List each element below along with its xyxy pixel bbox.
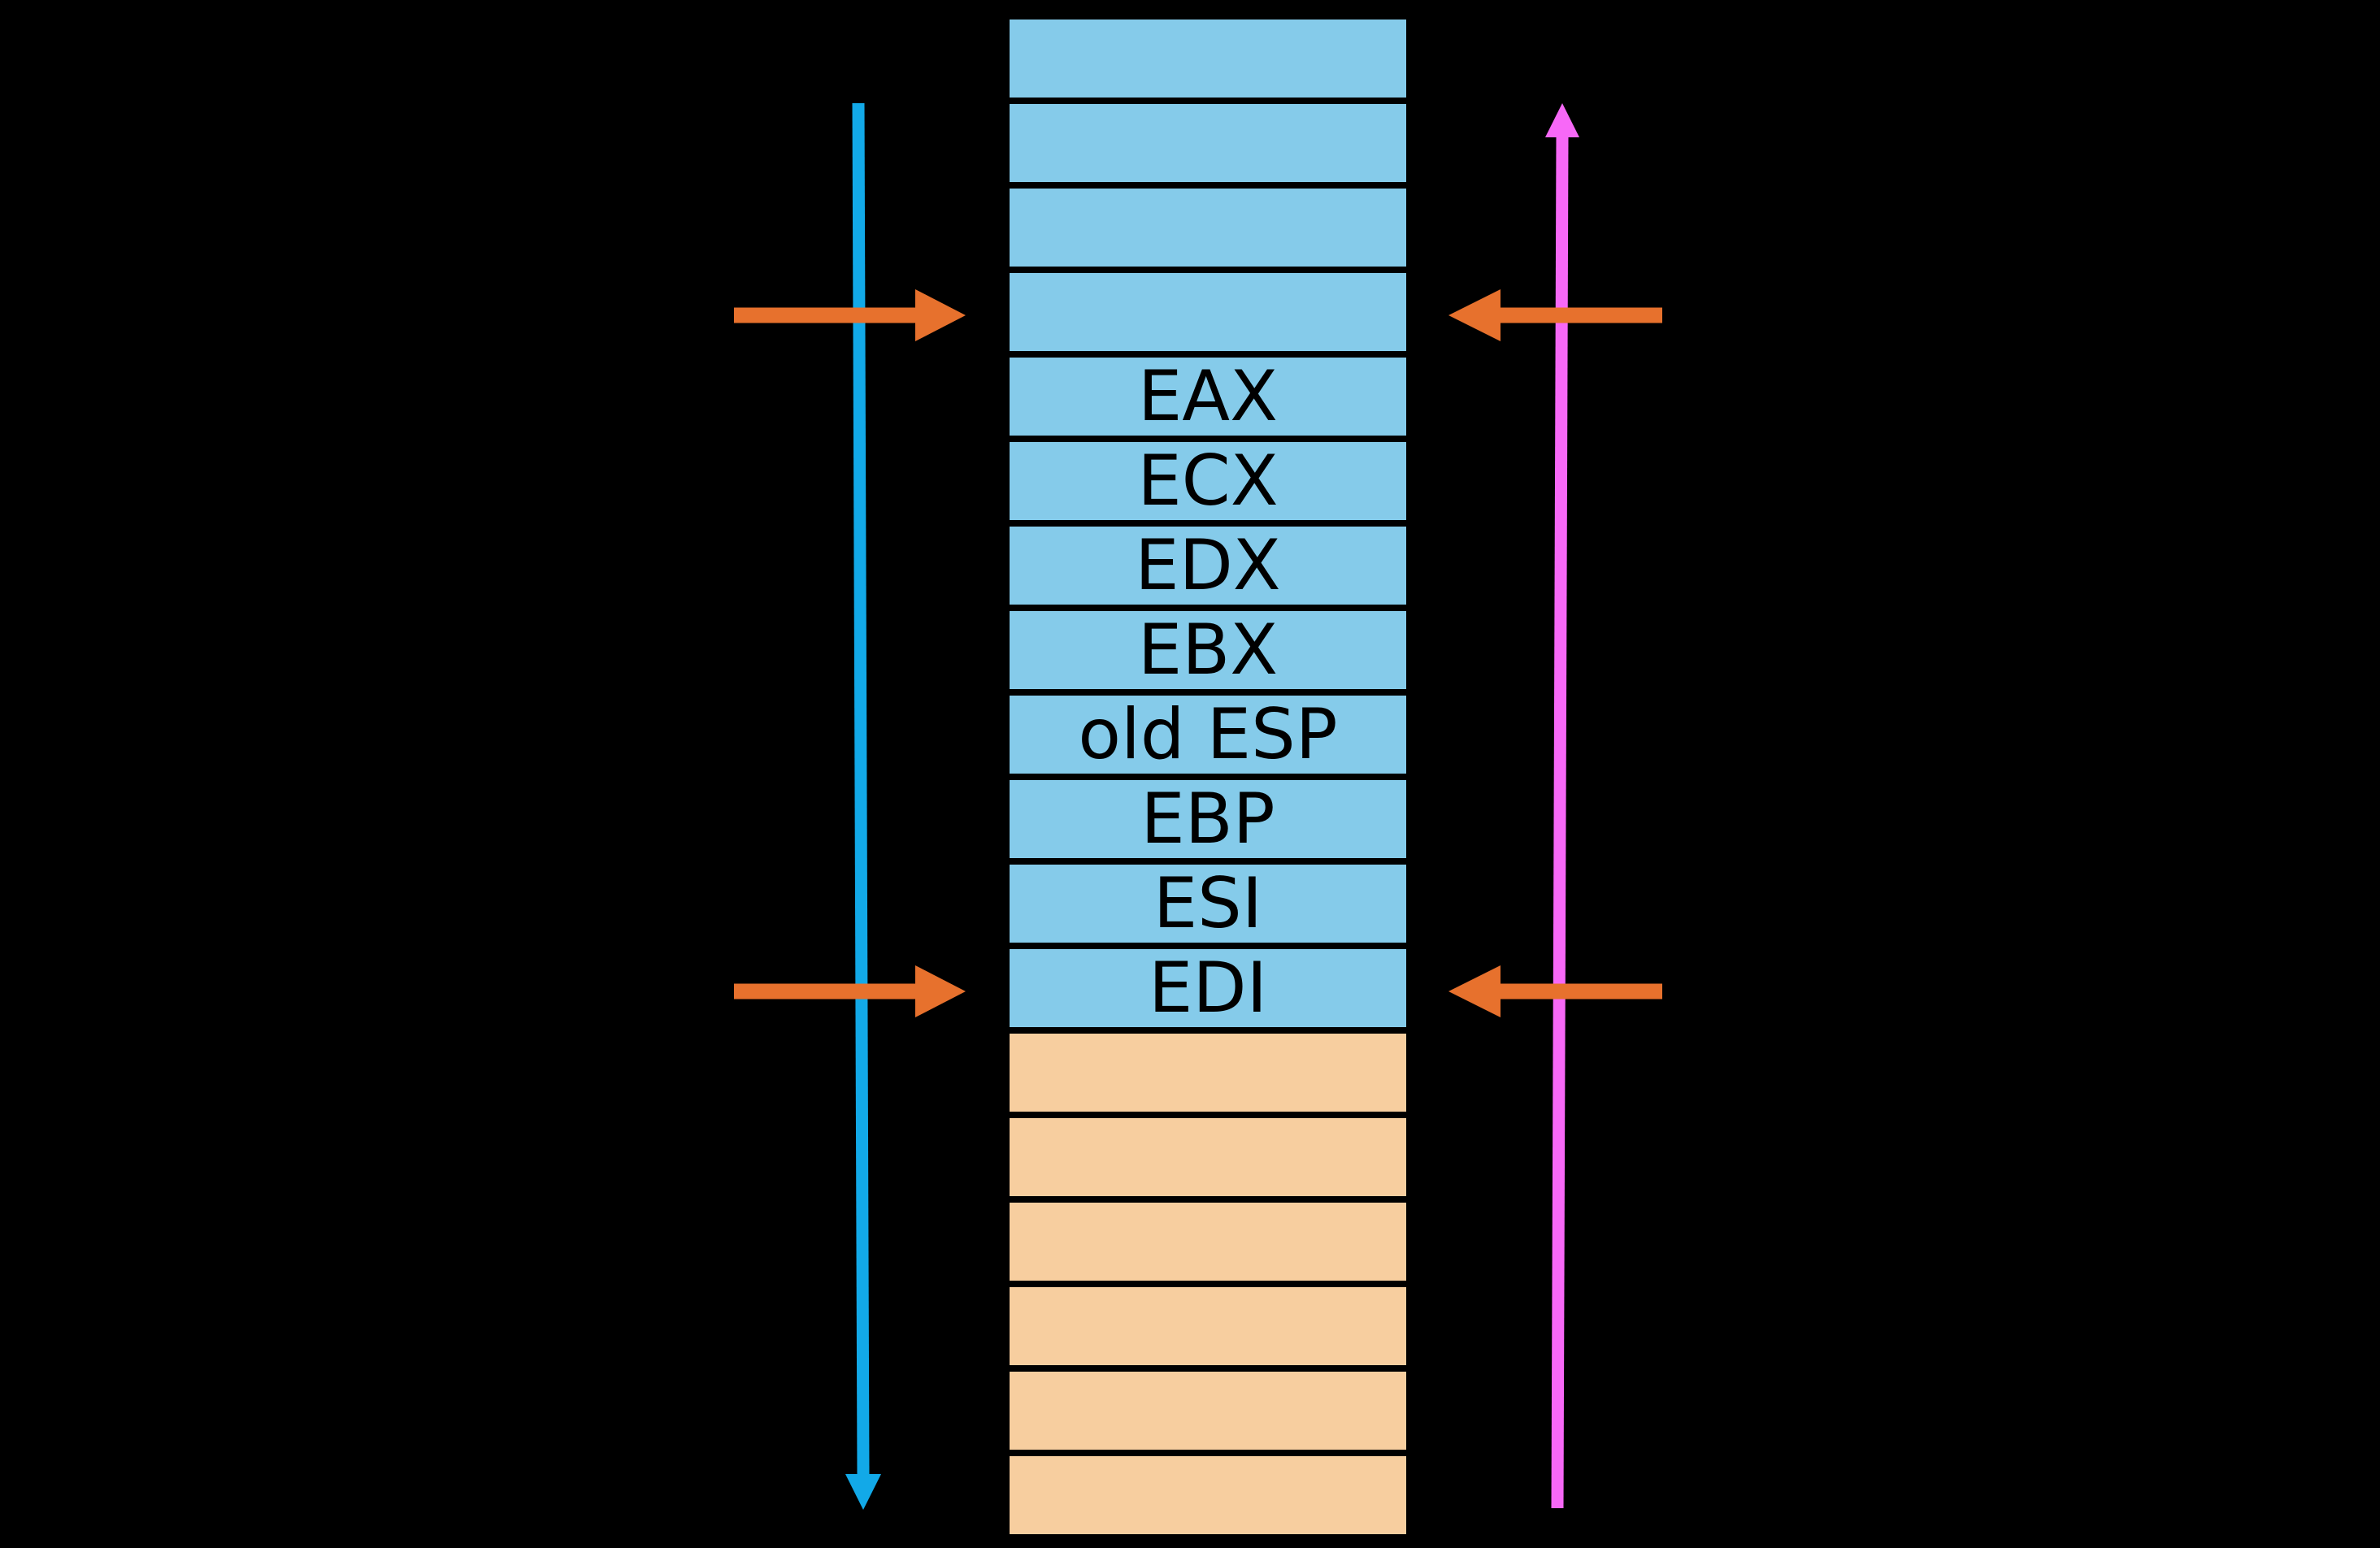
stack-cell-eax: EAX (1010, 358, 1406, 442)
stack-cell-empty (1010, 1203, 1406, 1287)
up-arrowhead-icon (1545, 103, 1579, 137)
stack-cell-old-esp: old ESP (1010, 696, 1406, 780)
stack-cell-esi: ESI (1010, 865, 1406, 949)
pointer-shaft (1499, 307, 1662, 323)
pointer-shaft (1499, 983, 1662, 999)
stack-cell-empty (1010, 1118, 1406, 1203)
pointer-head-icon (1448, 965, 1501, 1017)
pointer-arrow-top-left (734, 289, 966, 341)
pointer-shaft (734, 983, 917, 999)
stack-cell-ebx: EBX (1010, 611, 1406, 696)
stack-cell-empty (1010, 20, 1406, 104)
stack-cell-edi: EDI (1010, 949, 1406, 1034)
stack-cell-empty (1010, 1372, 1406, 1456)
down-arrow-shaft (852, 102, 870, 1476)
pointer-arrow-bottom-left (734, 965, 966, 1017)
pointer-head-icon (915, 965, 966, 1017)
stack-cell-edx: EDX (1010, 527, 1406, 611)
stack-cell-empty (1010, 1287, 1406, 1372)
pointer-head-icon (1448, 289, 1501, 341)
stack-cell-empty (1010, 1456, 1406, 1541)
up-arrow-shaft (1551, 136, 1569, 1509)
up-arrow (1545, 103, 1579, 1509)
stack-cell-empty (1010, 273, 1406, 358)
pointer-head-icon (915, 289, 966, 341)
stack-cell-empty (1010, 189, 1406, 273)
stack-cell-empty (1010, 104, 1406, 189)
stack-cell-ecx: ECX (1010, 442, 1406, 527)
pointer-arrow-bottom-right (1448, 965, 1662, 1017)
down-arrow (845, 102, 881, 1510)
stack-cell-ebp: EBP (1010, 780, 1406, 865)
pointer-arrow-top-right (1448, 289, 1662, 341)
stack-cell-empty (1010, 1034, 1406, 1118)
down-arrowhead-icon (845, 1474, 881, 1510)
pointer-shaft (734, 307, 917, 323)
